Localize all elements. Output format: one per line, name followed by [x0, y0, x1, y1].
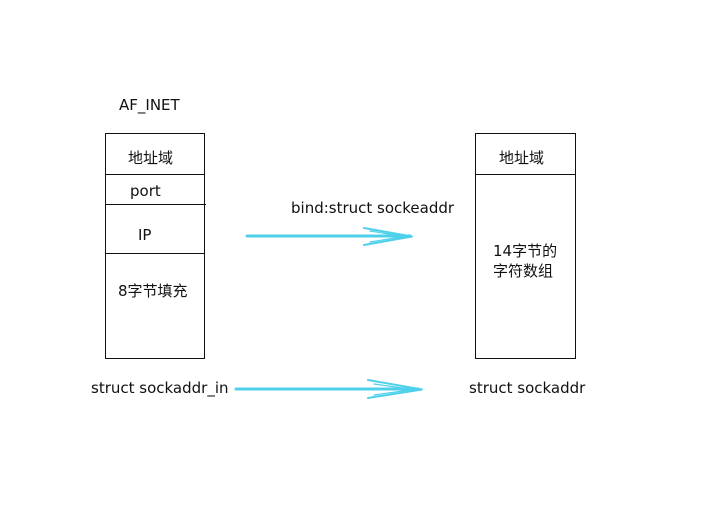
- sockaddr-in-padding-field: 8字节填充: [118, 282, 188, 300]
- sockaddr-in-box: [105, 133, 205, 359]
- sockaddr-box: [475, 133, 576, 359]
- bind-cast-label: bind:struct sockeaddr: [291, 199, 455, 217]
- divider: [105, 174, 205, 175]
- divider: [203, 204, 206, 205]
- divider: [475, 174, 576, 175]
- sockaddr-data-line-1: 14字节的: [493, 242, 558, 260]
- sockaddr-in-family-field: 地址域: [128, 149, 174, 167]
- divider: [105, 253, 205, 254]
- sockaddr-struct-name: struct sockaddr: [469, 379, 586, 397]
- sockaddr-in-struct-name: struct sockaddr_in: [91, 379, 229, 397]
- divider: [105, 204, 205, 205]
- af-inet-title: AF_INET: [119, 96, 180, 114]
- sockaddr-data-line-2: 字符数组: [493, 262, 554, 280]
- sockaddr-family-field: 地址域: [499, 149, 545, 167]
- sockaddr-in-ip-field: IP: [138, 226, 152, 244]
- sockaddr-in-port-field: port: [130, 182, 161, 200]
